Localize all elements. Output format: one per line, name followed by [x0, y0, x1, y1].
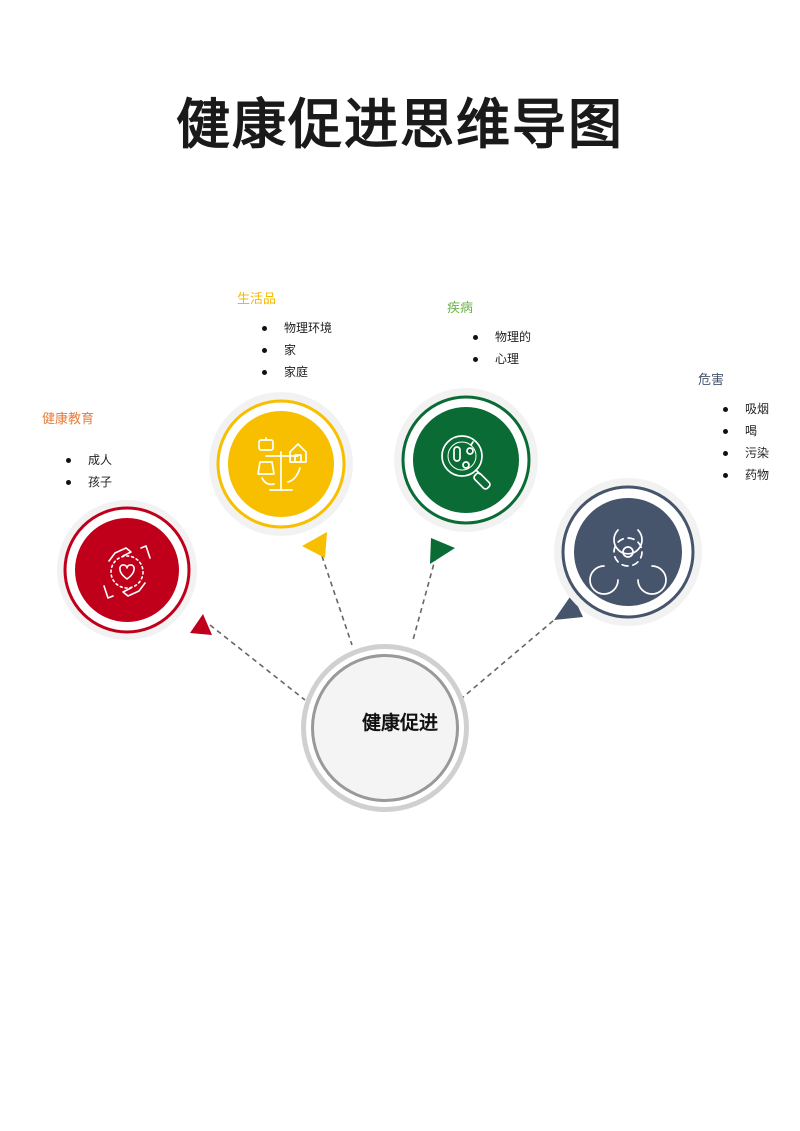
- list-item: 家: [260, 339, 332, 361]
- list-item: 成人: [64, 449, 112, 471]
- branch-items-3: 物理的 心理: [471, 326, 531, 370]
- biohazard-icon: [589, 529, 667, 595]
- list-item: 家庭: [260, 361, 332, 383]
- branch-node-4: [554, 478, 702, 626]
- branch-items-1: 成人 孩子: [64, 449, 112, 493]
- branch-node-3: [394, 388, 538, 564]
- magnifier-bacteria-icon: [441, 435, 491, 490]
- list-item: 心理: [471, 348, 531, 370]
- branch-node-2: [209, 392, 353, 558]
- scale-balance-icon: [257, 437, 307, 491]
- list-item: 物理的: [471, 326, 531, 348]
- page-title: 健康促进思维导图: [176, 93, 624, 156]
- branch-title-4: 危害: [698, 373, 725, 388]
- connector-line: [321, 555, 353, 646]
- connector-line: [461, 614, 561, 699]
- branch-items-2: 物理环境 家 家庭: [260, 317, 332, 383]
- connector-line: [209, 624, 306, 701]
- list-item: 吸烟: [721, 398, 769, 420]
- center-node-label: 健康促进: [361, 712, 438, 734]
- list-item: 污染: [721, 442, 769, 464]
- branch-title-1: 健康教育: [42, 412, 95, 427]
- list-item: 孩子: [64, 471, 112, 493]
- branch-title-2: 生活品: [237, 292, 277, 307]
- list-item: 喝: [721, 420, 769, 442]
- branch-node-1: [57, 500, 212, 640]
- hands-heart-icon: [103, 545, 151, 599]
- branch-items-4: 吸烟 喝 污染 药物: [721, 398, 769, 486]
- connector-line: [412, 555, 437, 641]
- center-node: [301, 644, 469, 812]
- list-item: 药物: [721, 464, 769, 486]
- branch-title-3: 疾病: [447, 301, 474, 316]
- list-item: 物理环境: [260, 317, 332, 339]
